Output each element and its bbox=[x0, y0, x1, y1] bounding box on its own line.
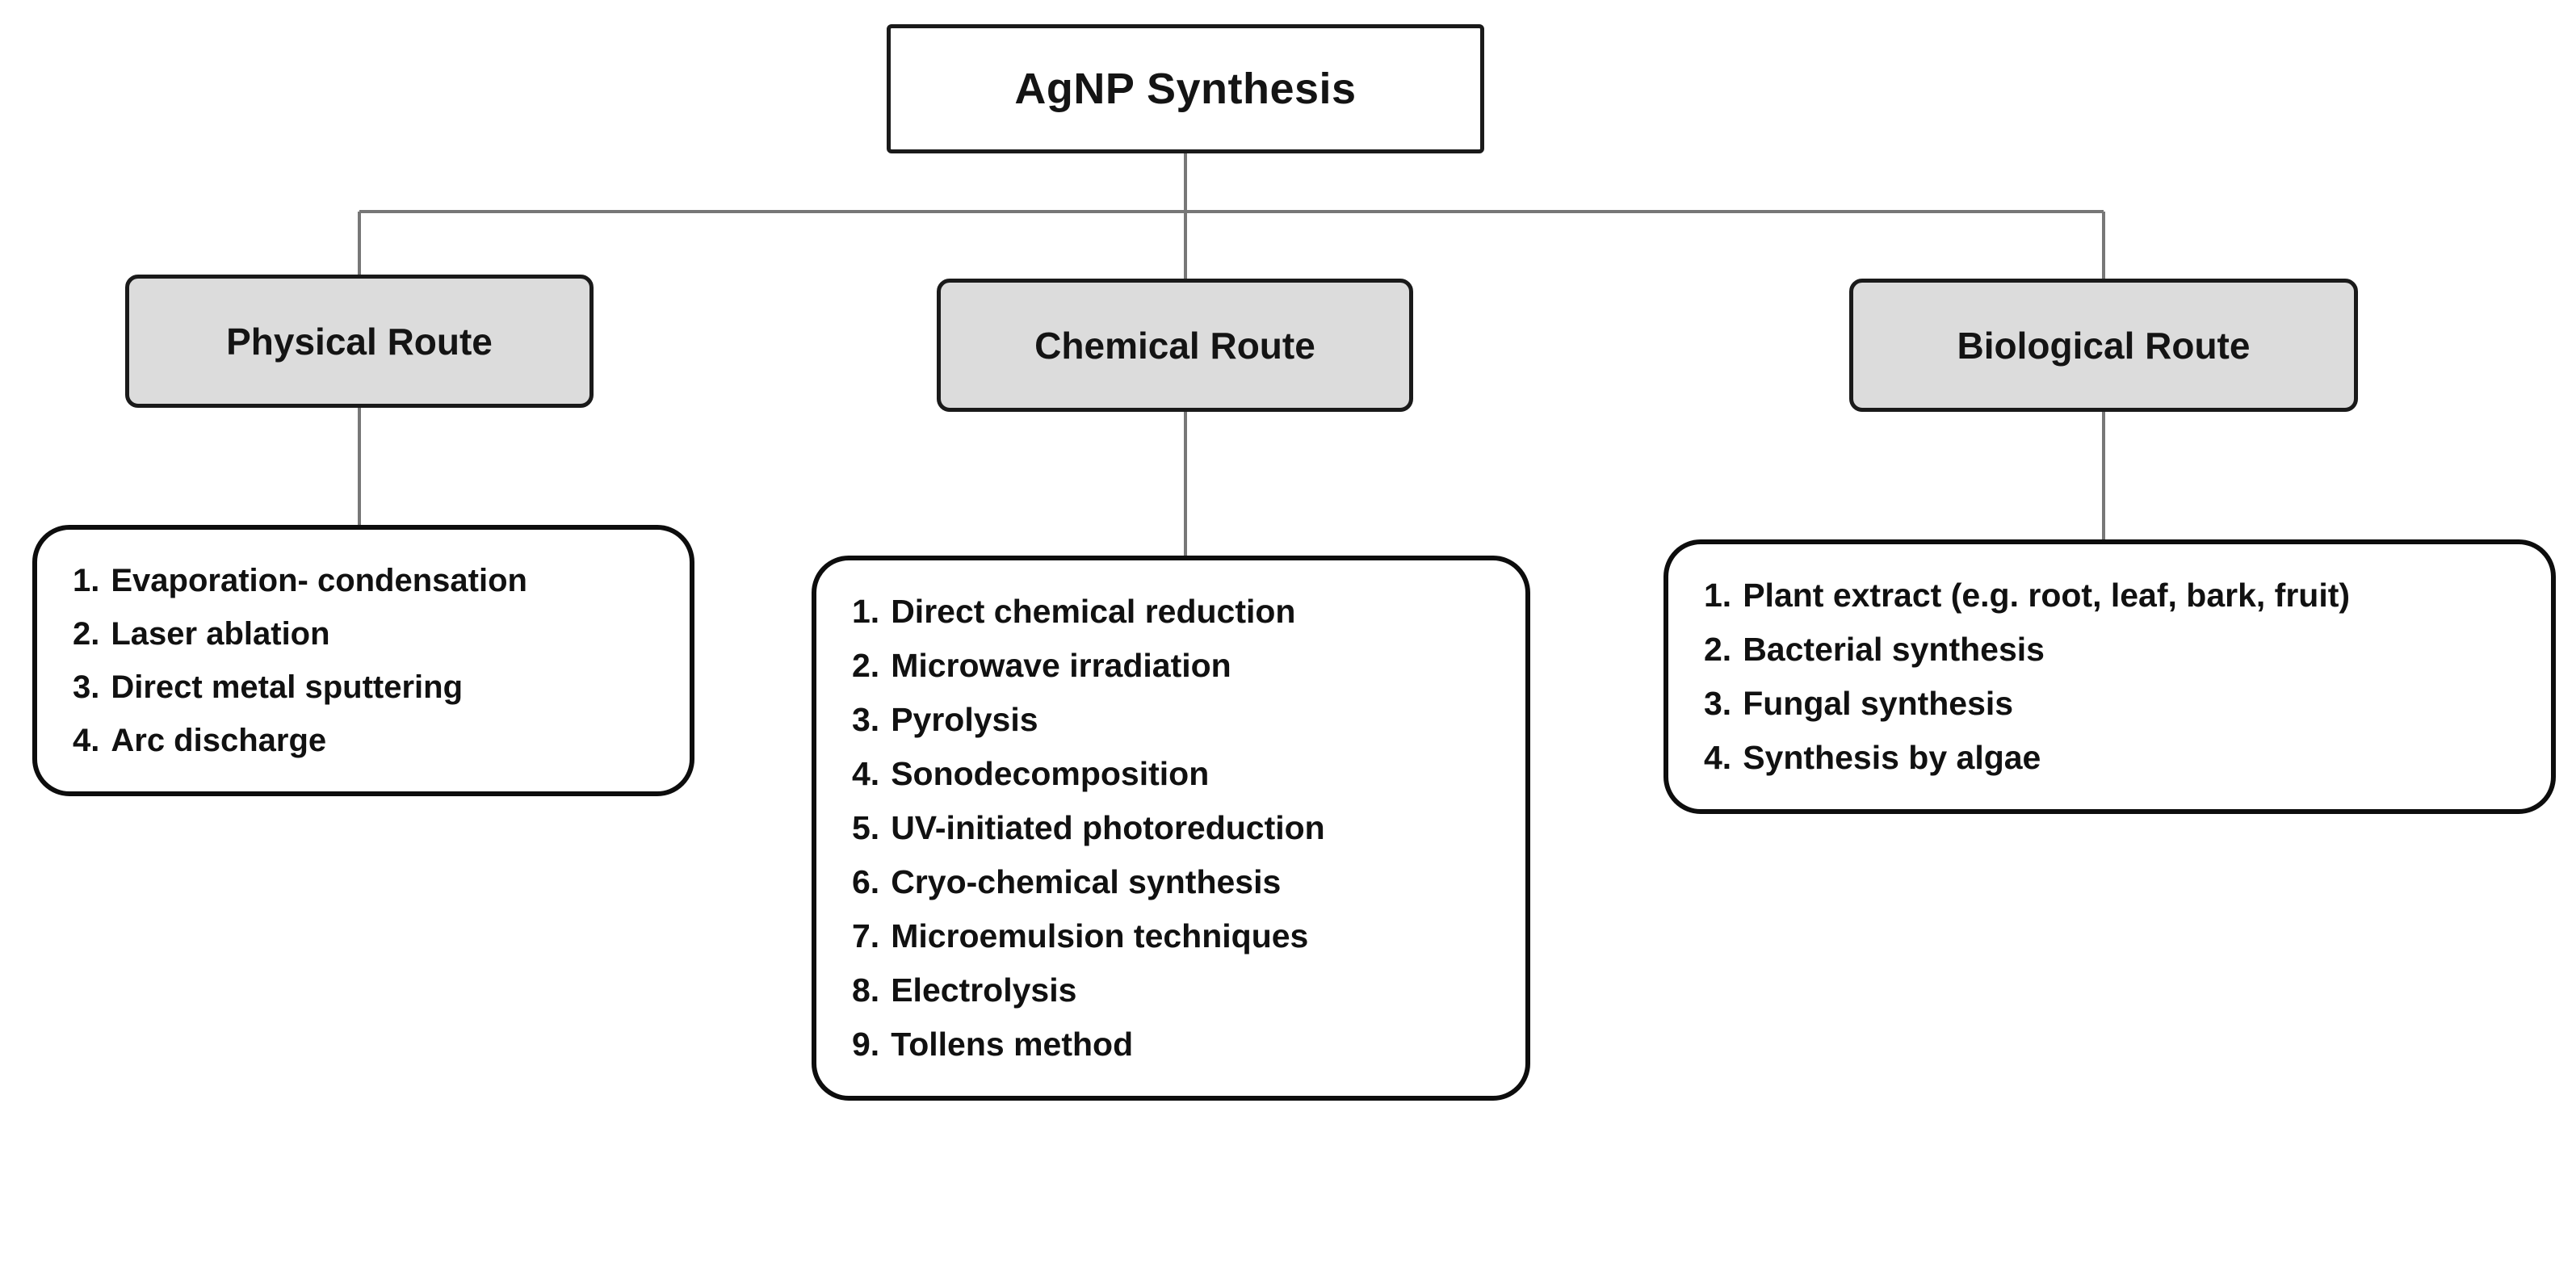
list-item-label: Cryo-chemical synthesis bbox=[891, 863, 1282, 900]
list-item-label: UV-initiated photoreduction bbox=[891, 809, 1325, 846]
list-item: 5. UV-initiated photoreduction bbox=[852, 801, 1495, 855]
list-item-number: 2. bbox=[73, 616, 100, 652]
list-item-number: 3. bbox=[852, 701, 880, 738]
list-item-number: 3. bbox=[73, 669, 100, 705]
list-item: 3. Fungal synthesis bbox=[1704, 677, 2520, 731]
list-item-number: 8. bbox=[852, 971, 880, 1009]
list-item: 1. Direct chemical reduction bbox=[852, 585, 1495, 639]
list-item: 2. Bacterial synthesis bbox=[1704, 623, 2520, 677]
list-item-label: Microemulsion techniques bbox=[891, 917, 1309, 954]
list-item-number: 3. bbox=[1704, 685, 1732, 722]
list-item-number: 4. bbox=[1704, 739, 1732, 776]
list-item-number: 2. bbox=[852, 647, 880, 684]
list-item-number: 1. bbox=[73, 563, 100, 598]
method-list-biological: 1. Plant extract (e.g. root, leaf, bark, … bbox=[1663, 539, 2556, 814]
route-node-biological-label: Biological Route bbox=[1957, 324, 2251, 367]
list-item-label: Synthesis by algae bbox=[1743, 739, 2041, 776]
method-list-chemical-items: 1. Direct chemical reduction 2. Microwave i… bbox=[852, 585, 1495, 1072]
list-item-label: Direct metal sputtering bbox=[111, 669, 464, 705]
list-item-label: Evaporation- condensation bbox=[111, 563, 527, 598]
list-item: 3. Direct metal sputtering bbox=[73, 661, 659, 714]
list-item: 1. Plant extract (e.g. root, leaf, bark, … bbox=[1704, 568, 2520, 623]
list-item-label: Plant extract (e.g. root, leaf, bark, fr… bbox=[1743, 577, 2351, 614]
list-item-number: 1. bbox=[1704, 577, 1732, 614]
route-node-chemical: Chemical Route bbox=[937, 279, 1413, 412]
list-item-number: 2. bbox=[1704, 631, 1732, 668]
list-item-label: Fungal synthesis bbox=[1743, 685, 2014, 722]
list-item: 4. Arc discharge bbox=[73, 714, 659, 767]
list-item-number: 4. bbox=[852, 755, 880, 792]
method-list-chemical: 1. Direct chemical reduction 2. Microwave i… bbox=[812, 556, 1530, 1101]
list-item: 4. Synthesis by algae bbox=[1704, 731, 2520, 785]
list-item-label: Electrolysis bbox=[891, 971, 1077, 1009]
list-item: 4. Sonodecomposition bbox=[852, 747, 1495, 801]
list-item: 3. Pyrolysis bbox=[852, 693, 1495, 747]
list-item-number: 1. bbox=[852, 593, 880, 630]
list-item-number: 5. bbox=[852, 809, 880, 846]
list-item-label: Arc discharge bbox=[111, 723, 327, 758]
route-node-biological: Biological Route bbox=[1849, 279, 2358, 412]
list-item: 1. Evaporation- condensation bbox=[73, 554, 659, 607]
route-node-chemical-label: Chemical Route bbox=[1034, 324, 1315, 367]
root-node-label: AgNP Synthesis bbox=[1014, 65, 1357, 113]
list-item: 2. Laser ablation bbox=[73, 607, 659, 661]
list-item: 6. Cryo-chemical synthesis bbox=[852, 855, 1495, 909]
list-item: 8. Electrolysis bbox=[852, 963, 1495, 1017]
list-item-number: 4. bbox=[73, 723, 100, 758]
root-node-agnp-synthesis: AgNP Synthesis bbox=[887, 24, 1484, 153]
route-node-physical: Physical Route bbox=[125, 275, 594, 408]
list-item-label: Bacterial synthesis bbox=[1743, 631, 2045, 668]
list-item: 2. Microwave irradiation bbox=[852, 639, 1495, 693]
list-item-number: 9. bbox=[852, 1026, 880, 1063]
route-node-physical-label: Physical Route bbox=[226, 320, 493, 363]
list-item-number: 6. bbox=[852, 863, 880, 900]
list-item-label: Direct chemical reduction bbox=[891, 593, 1296, 630]
list-item-label: Pyrolysis bbox=[891, 701, 1038, 738]
list-item-label: Laser ablation bbox=[111, 616, 330, 652]
list-item-label: Tollens method bbox=[891, 1026, 1134, 1063]
list-item-number: 7. bbox=[852, 917, 880, 954]
method-list-physical-items: 1. Evaporation- condensation 2. Laser ablat… bbox=[73, 554, 659, 767]
method-list-physical: 1. Evaporation- condensation 2. Laser ablat… bbox=[32, 525, 694, 796]
method-list-biological-items: 1. Plant extract (e.g. root, leaf, bark, … bbox=[1704, 568, 2520, 785]
list-item: 9. Tollens method bbox=[852, 1017, 1495, 1072]
list-item-label: Sonodecomposition bbox=[891, 755, 1210, 792]
list-item: 7. Microemulsion techniques bbox=[852, 909, 1495, 963]
list-item-label: Microwave irradiation bbox=[891, 647, 1231, 684]
